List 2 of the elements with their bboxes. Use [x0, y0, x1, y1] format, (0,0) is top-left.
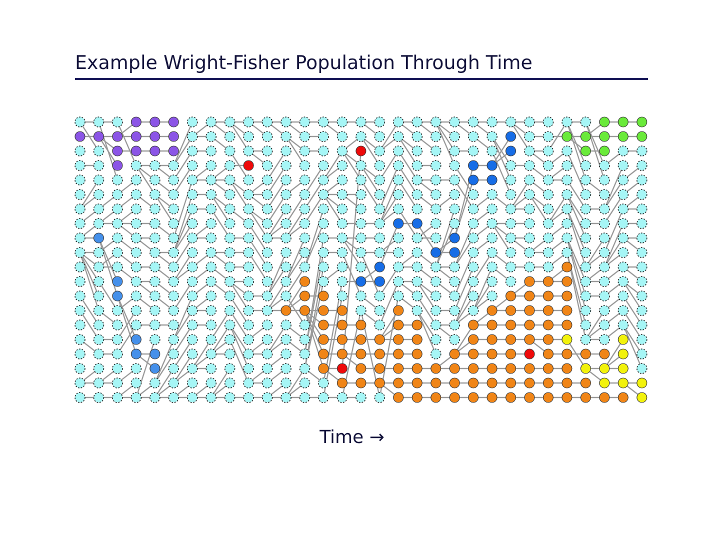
slide-title: Example Wright-Fisher Population Through Time: [75, 52, 532, 74]
time-direction-label: Time →: [320, 427, 384, 449]
